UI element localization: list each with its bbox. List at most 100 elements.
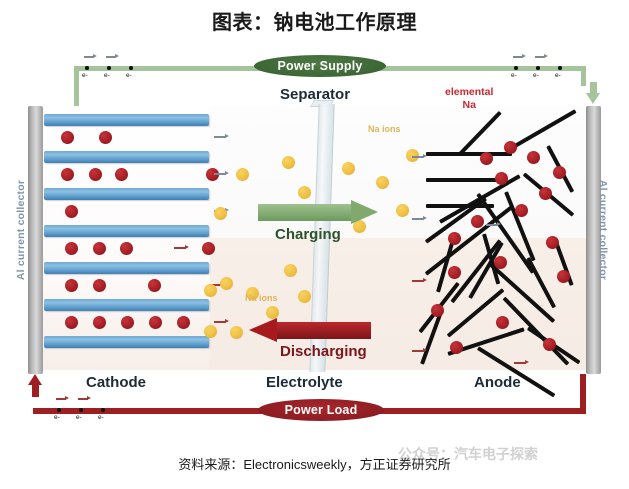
discharging-arrow-shaft: [276, 322, 371, 339]
cathode-na-ion: [65, 242, 78, 255]
electron-dot: [514, 66, 518, 70]
electron-flow-arrow-top-right-1: [513, 54, 526, 58]
electrolyte-na-ion: [396, 204, 409, 217]
page-title: 图表：钠电池工作原理: [212, 12, 417, 34]
cathode-na-ion: [93, 316, 106, 329]
anode-na-ion: [431, 304, 444, 317]
cathode-background: [40, 106, 210, 370]
discharging-arrow-head: [249, 318, 277, 342]
cathode-na-ion: [65, 316, 78, 329]
cathode-na-ion: [121, 316, 134, 329]
charging-arrow-head: [351, 200, 378, 224]
electrolyte-na-ion: [298, 290, 311, 303]
wire-supply-left-drop: [74, 66, 79, 106]
cathode-na-ion: [120, 242, 133, 255]
electron-label: e-: [76, 414, 82, 421]
electron-label: e-: [104, 72, 110, 79]
na-ions-label-upper: Na ions: [368, 124, 401, 134]
cathode-layer: [44, 262, 209, 274]
cathode-na-ion: [149, 316, 162, 329]
watermark: 公众号：汽车电子探索: [398, 446, 538, 462]
cathode-na-ion: [89, 168, 102, 181]
anode-na-ion: [527, 151, 540, 164]
supply-arrow-head: [586, 93, 600, 104]
electrolyte-na-ion: [342, 162, 355, 175]
electron-label: e-: [533, 72, 539, 79]
ion-flow-arrow-anode-6: [514, 360, 529, 364]
battery-diagram: Power Supply e- e- e- e- e-: [8, 44, 621, 434]
anode-na-ion: [495, 172, 508, 185]
ion-flow-arrow-anode-5: [412, 348, 427, 352]
electrolyte-na-ion: [236, 168, 249, 181]
load-arrow-into-cathode-collector: [28, 374, 43, 397]
cathode-layer: [44, 151, 209, 163]
electron-label: e-: [511, 72, 517, 79]
charging-arrow: [258, 200, 378, 224]
cathode-na-ion: [202, 242, 215, 255]
separator-label: Separator: [280, 86, 351, 103]
electron-label: e-: [126, 72, 132, 79]
charging-label: Charging: [275, 226, 341, 243]
anode-na-ion: [480, 152, 493, 165]
electron-dot: [536, 66, 540, 70]
cathode-na-ion: [115, 168, 128, 181]
supply-arrow-shaft: [590, 82, 597, 94]
electrolyte-na-ion: [204, 284, 217, 297]
cathode-na-ion: [61, 131, 74, 144]
electron-label: e-: [82, 72, 88, 79]
electron-label: e-: [54, 414, 60, 421]
wire-supply-right-drop: [581, 66, 586, 86]
electron-dot: [79, 408, 83, 412]
power-load-badge[interactable]: Power Load: [258, 399, 384, 421]
source-note: 资料来源：Electronicsweekly，方正证券研究所: [178, 457, 451, 472]
electrolyte-label: Electrolyte: [266, 374, 343, 391]
cathode-na-ion: [61, 168, 74, 181]
elemental-na-line1: elemental: [445, 86, 494, 98]
electron-dot: [129, 66, 133, 70]
cathode-na-ion: [148, 279, 161, 292]
supply-arrow-into-anode-collector: [586, 82, 601, 104]
anode-na-ion: [494, 256, 507, 269]
cathode-na-ion: [206, 168, 219, 181]
electron-dot: [57, 408, 61, 412]
ion-flow-arrow-anode-4: [412, 278, 427, 282]
electron-dot: [558, 66, 562, 70]
anode-carbon-sheet: [426, 152, 512, 156]
anode-na-ion: [471, 215, 484, 228]
na-ions-label-lower: Na ions: [245, 293, 278, 303]
cathode-layer: [44, 336, 209, 348]
wire-load-right-riser: [580, 374, 586, 414]
electron-dot: [85, 66, 89, 70]
ion-flow-arrow-anode-1: [412, 154, 427, 158]
anode-current-collector: [586, 106, 601, 374]
anode-na-ion: [546, 236, 559, 249]
power-supply-badge[interactable]: Power Supply: [254, 55, 386, 77]
anode-na-ion: [448, 232, 461, 245]
charging-arrow-shaft: [258, 204, 353, 221]
cathode-layer: [44, 114, 209, 126]
cathode-na-ion: [177, 316, 190, 329]
electrolyte-na-ion: [284, 264, 297, 277]
electron-dot: [101, 408, 105, 412]
ion-flow-arrow-anode-2: [412, 216, 427, 220]
electrolyte-na-ion: [230, 326, 243, 339]
discharging-label: Discharging: [280, 343, 367, 360]
ion-flow-arrow-cathode-4: [174, 245, 189, 249]
anode-na-ion: [539, 187, 552, 200]
ion-flow-arrow-cathode-6: [214, 319, 229, 323]
cathode-current-collector: [28, 106, 43, 374]
anode-na-ion: [557, 270, 570, 283]
elemental-na-line2: Na: [462, 99, 476, 111]
electrolyte-na-ion: [376, 176, 389, 189]
cathode-layer: [44, 188, 209, 200]
electrolyte-na-ion: [266, 306, 279, 319]
cathode-layer: [44, 299, 209, 311]
electrolyte-na-ion: [298, 186, 311, 199]
electron-label: e-: [98, 414, 104, 421]
load-arrow-shaft: [32, 385, 39, 397]
anode-na-ion: [496, 316, 509, 329]
anode-collector-label: Al current collector: [597, 179, 609, 281]
electron-flow-arrow-top-left-2: [106, 54, 119, 58]
electrolyte-na-ion: [282, 156, 295, 169]
